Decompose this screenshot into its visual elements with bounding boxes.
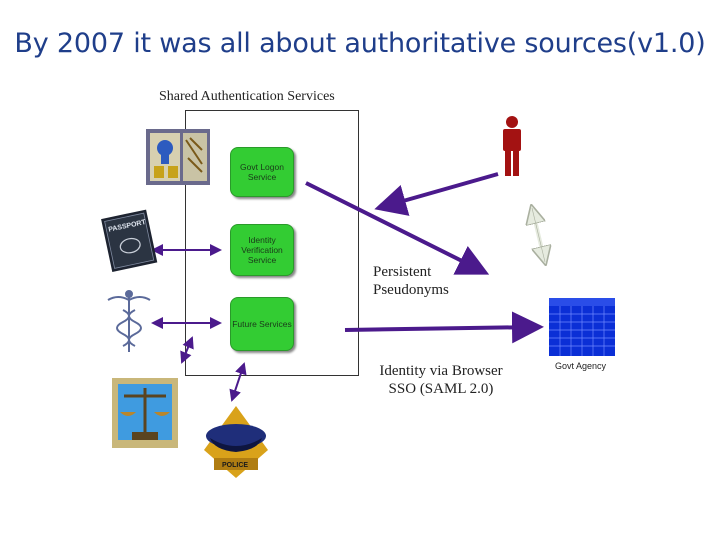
police-text: POLICE (222, 462, 248, 469)
arrow-justice (180, 336, 194, 364)
service-future: Future Services (230, 297, 294, 351)
sso-label-line2: SSO (SAML 2.0) (388, 381, 494, 397)
person-icon (503, 116, 521, 176)
sso-label-line1: Identity via Browser (379, 363, 503, 379)
shared-services-box: Govt Logon Service Identity Verification… (185, 110, 359, 376)
persistent-label-line1: Persistent (373, 264, 432, 280)
shared-services-label: Shared Authentication Services (159, 89, 335, 104)
arrow-to-agency (344, 311, 544, 344)
arrow-from-person (374, 172, 499, 216)
service-identity-verification: Identity Verification Service (230, 224, 294, 276)
slide-title: By 2007 it was all about authoritative s… (14, 28, 706, 59)
govt-agency-label: Govt Agency (555, 361, 607, 371)
arrow-police (229, 362, 247, 402)
police-cap-icon: POLICE (204, 406, 268, 478)
caduceus-icon (107, 290, 151, 352)
keys-lock-icon (146, 129, 210, 185)
arrow-to-person (305, 181, 490, 275)
scales-of-justice-icon (112, 378, 178, 448)
passport-icon: PASSPORT (101, 209, 158, 272)
persistent-label-line2: Pseudonyms (373, 282, 449, 298)
govt-agency-building-icon (549, 298, 615, 356)
service-govt-logon: Govt Logon Service (230, 147, 294, 197)
browser-sso-label: Identity via Browser SSO (SAML 2.0) (366, 362, 516, 398)
persistent-pseudonyms-label: Persistent Pseudonyms (373, 263, 449, 299)
